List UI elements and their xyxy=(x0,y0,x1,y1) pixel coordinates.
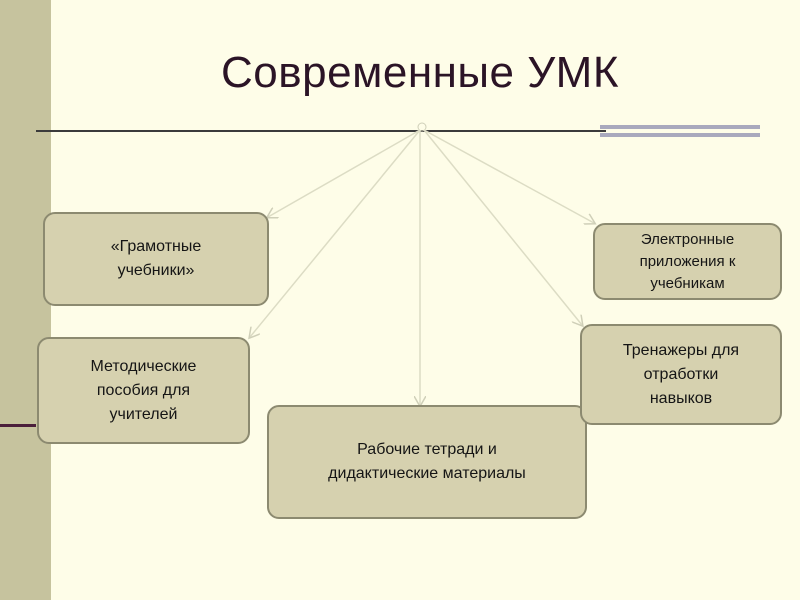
box-skill-trainers: Тренажеры для отработки навыков xyxy=(580,324,782,425)
connector-to-electronic-apps xyxy=(423,129,594,223)
side-accent-line xyxy=(0,424,36,427)
title-accent-line-top xyxy=(600,125,760,129)
slide-title: Современные УМК xyxy=(221,48,619,97)
box-literate-textbooks: «Грамотные учебники» xyxy=(43,212,269,306)
connector-hub xyxy=(417,122,427,132)
box-workbooks-materials: Рабочие тетради и дидактические материал… xyxy=(267,405,587,519)
title-accent-line-bottom xyxy=(600,133,760,137)
box-label: Тренажеры для отработки навыков xyxy=(622,341,740,407)
connector-to-teacher-guides xyxy=(250,129,421,337)
box-label: Методические пособия для учителей xyxy=(90,357,197,423)
side-bar-decoration xyxy=(0,0,51,600)
title-underline xyxy=(36,130,606,132)
box-label: Электронные приложения к учебникам xyxy=(639,230,736,292)
connector-to-trainers xyxy=(423,129,582,325)
box-label: «Грамотные учебники» xyxy=(110,238,202,279)
box-electronic-apps: Электронные приложения к учебникам xyxy=(593,223,782,300)
connector-to-textbooks xyxy=(268,129,421,217)
box-label: Рабочие тетради и дидактические материал… xyxy=(328,441,526,482)
box-teacher-guides: Методические пособия для учителей xyxy=(37,337,250,444)
